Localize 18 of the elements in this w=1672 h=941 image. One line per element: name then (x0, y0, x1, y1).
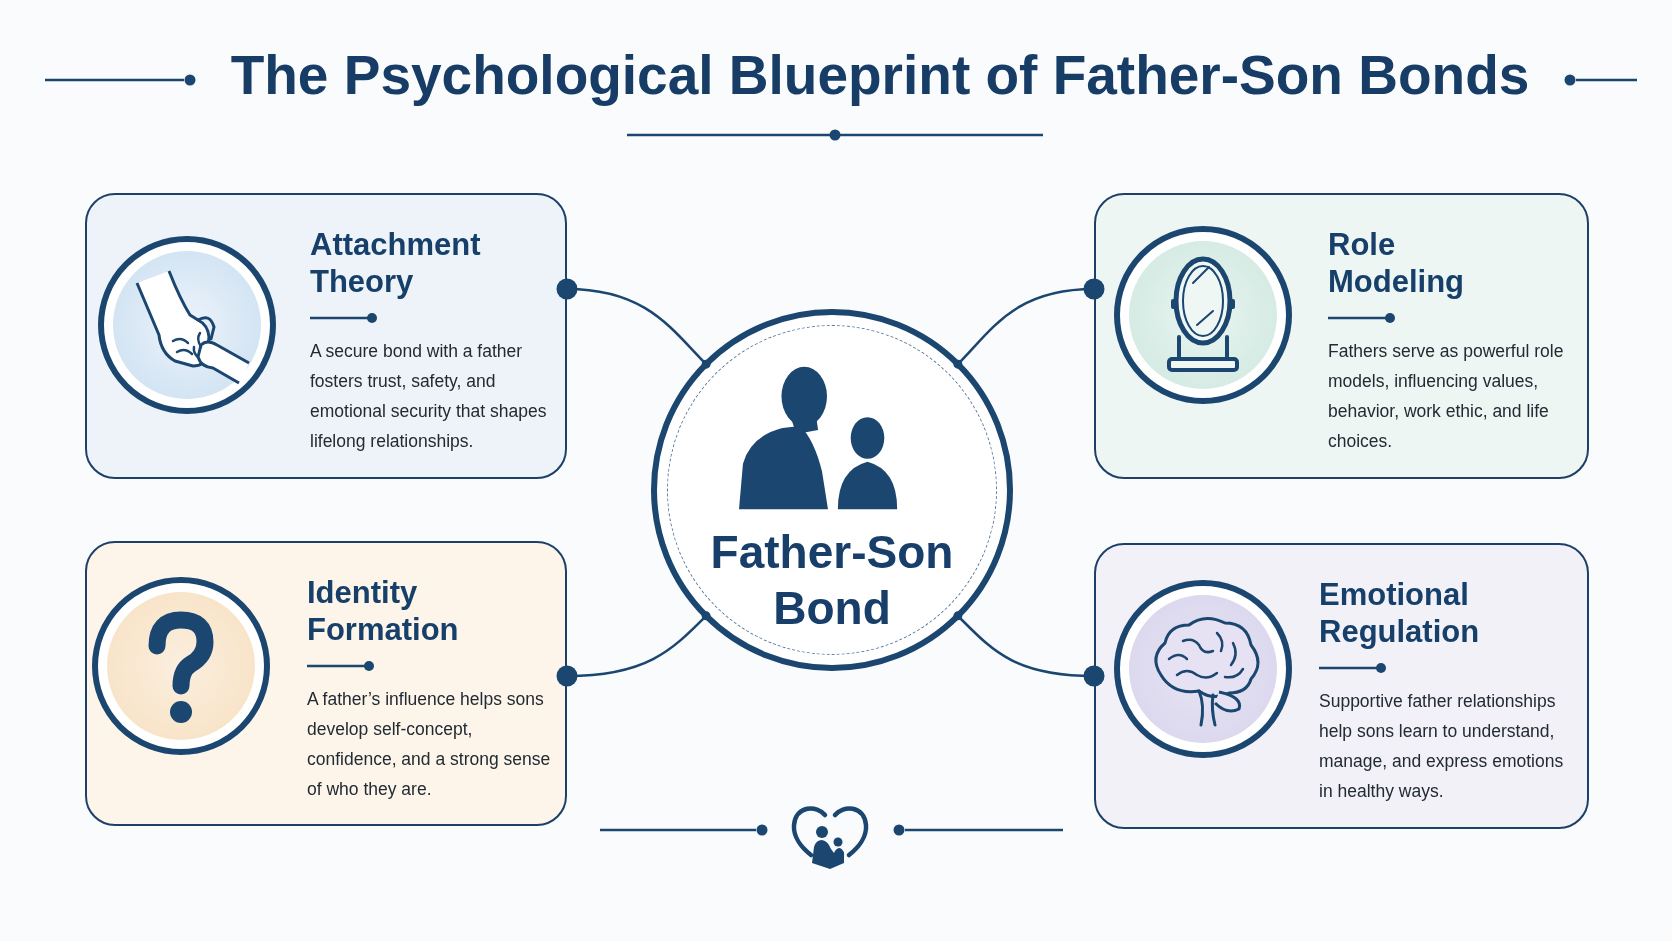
card-description: A father’s influence helps sons develop self-concept, confidence, and a strong sense of who they are. (307, 688, 551, 801)
title: The Psychological Blueprint of Father-Son Bonds (229, 43, 1531, 107)
connector (953, 278, 1105, 369)
card-description: A secure bond with a father fosters trust, safety, and emotional security that shapes lifelong relationships. (310, 340, 548, 453)
topic-card (85, 193, 567, 479)
card-description: Fathers serve as powerful role models, influencing values, behavior, work ethic, and life choices. (1328, 340, 1565, 453)
connector (953, 611, 1105, 687)
hub-title: Father-Son Bond (709, 525, 955, 636)
connector (556, 611, 711, 687)
card-heading: Identity Formation (307, 574, 460, 648)
card-heading: Attachment Theory (310, 226, 482, 300)
card-heading: Emotional Regulation (1319, 576, 1481, 650)
card-heading: Role Modeling (1328, 226, 1466, 300)
card-description: Supportive father relationships help sons learn to understand, manage, and express emotions in healthy ways. (1319, 690, 1565, 803)
connector (556, 278, 711, 369)
topic-card (1094, 543, 1589, 829)
topic-card (1094, 193, 1589, 479)
topic-card (85, 541, 567, 826)
